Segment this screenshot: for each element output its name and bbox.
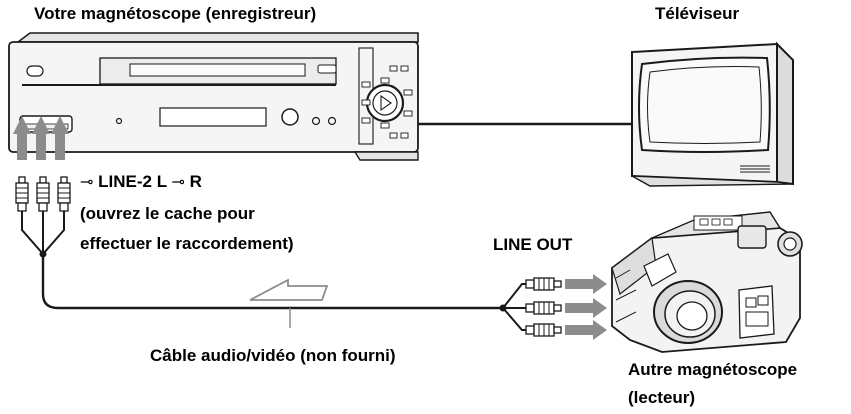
rca-plug-icon bbox=[525, 277, 562, 337]
line-out-label: LINE OUT bbox=[493, 235, 573, 254]
av-cable bbox=[21, 211, 526, 331]
input-arrow-icon: ⊸ bbox=[171, 174, 185, 191]
tv-icon bbox=[631, 41, 794, 187]
rca-plug-icon bbox=[15, 176, 71, 212]
player-label-line-1: Autre magnétoscope bbox=[628, 360, 798, 379]
input-jack-right-label: R bbox=[189, 172, 202, 191]
output-signal-arrows bbox=[565, 274, 607, 340]
cover-note-line-1: (ouvrez le cache pour bbox=[80, 204, 255, 223]
cover-note-line-2: effectuer le raccordement) bbox=[80, 234, 294, 253]
player-label-line-2: (lecteur) bbox=[628, 388, 696, 407]
input-signal-arrows bbox=[13, 116, 69, 160]
input-jack-label: ⊸ LINE-2 L ⊸ R bbox=[80, 172, 202, 193]
camcorder-icon bbox=[611, 211, 803, 353]
signal-direction-arrow-icon bbox=[249, 278, 329, 301]
input-arrow-icon: ⊸ bbox=[80, 174, 94, 191]
tv-label: Téléviseur bbox=[655, 4, 740, 23]
cable-label: Câble audio/vidéo (non fourni) bbox=[150, 346, 396, 365]
recorder-label: Votre magnétoscope (enregistreur) bbox=[34, 4, 317, 23]
vcr-icon bbox=[8, 32, 419, 161]
input-jack-left-label: LINE-2 L bbox=[98, 172, 167, 191]
